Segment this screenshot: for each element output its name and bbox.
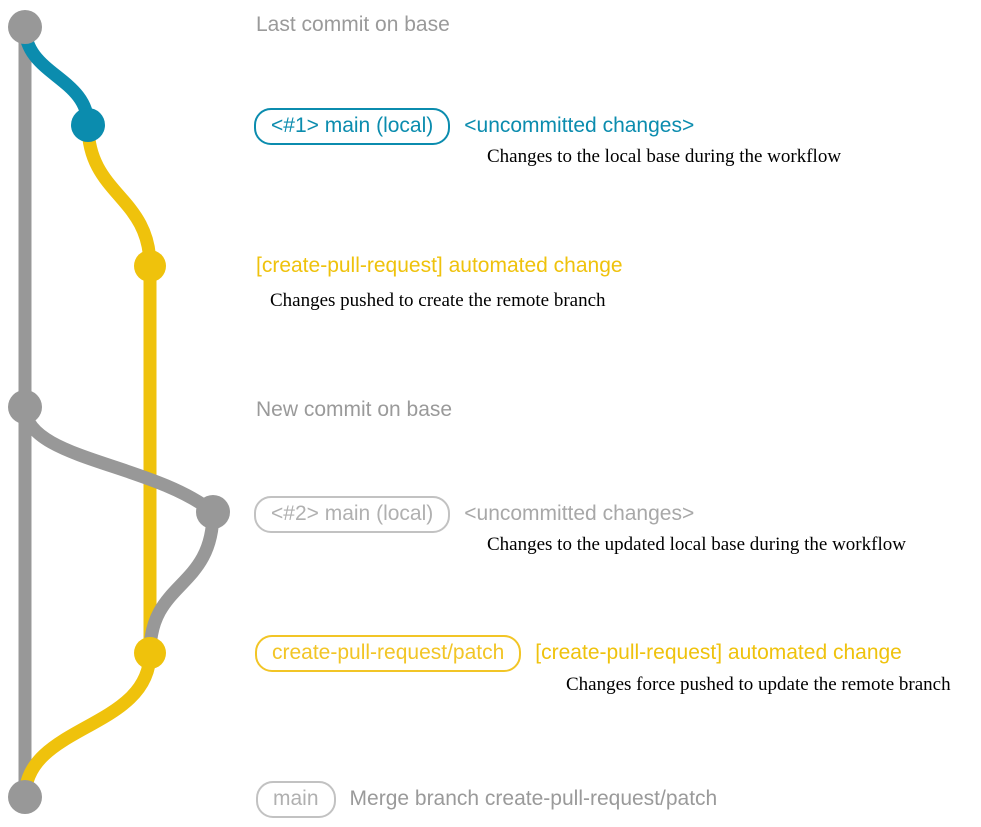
subtext-local-change-1: Changes to the local base during the wor… bbox=[487, 146, 842, 167]
badge-main[interactable]: main bbox=[256, 781, 336, 818]
local2-to-remote2-line bbox=[143, 505, 220, 660]
commit-node-remote-1[interactable] bbox=[134, 250, 166, 282]
commit-node-merge-commit[interactable] bbox=[8, 780, 42, 814]
base-to-local2-line bbox=[18, 400, 220, 519]
remote2-to-merge-line bbox=[18, 646, 157, 804]
commit-node-base-new[interactable] bbox=[8, 390, 42, 424]
headline-automated-change-1: [create-pull-request] automated change bbox=[256, 254, 623, 277]
badge-main-local-1[interactable]: <#1> main (local) bbox=[254, 108, 451, 145]
row-automated-change-1: [create-pull-request] automated change bbox=[256, 254, 623, 277]
subtext-local-change-2: Changes to the updated local base during… bbox=[487, 534, 906, 555]
commit-node-local-2[interactable] bbox=[196, 495, 230, 529]
badge-create-pull-request-patch[interactable]: create-pull-request/patch bbox=[255, 635, 522, 672]
row-merge-commit: main Merge branch create-pull-request/pa… bbox=[256, 781, 717, 818]
headline-uncommitted-changes-2: <uncommitted changes> bbox=[464, 502, 695, 525]
headline-merge-branch: Merge branch create-pull-request/patch bbox=[349, 787, 718, 810]
commit-node-remote-2[interactable] bbox=[134, 637, 166, 669]
headline-uncommitted-changes-1: <uncommitted changes> bbox=[464, 114, 695, 137]
row-new-commit-on-base: New commit on base bbox=[256, 398, 452, 421]
row-last-commit-on-base: Last commit on base bbox=[256, 13, 450, 36]
yellow-branch-line-upper bbox=[81, 118, 157, 273]
row-automated-change-2: create-pull-request/patch [create-pull-r… bbox=[255, 635, 902, 672]
subtext-automated-change-2: Changes force pushed to update the remot… bbox=[566, 674, 951, 695]
row-local-change-1: <#1> main (local) <uncommitted changes> bbox=[254, 108, 694, 145]
subtext-automated-change-1: Changes pushed to create the remote bran… bbox=[270, 290, 606, 311]
headline-last-commit-on-base: Last commit on base bbox=[256, 13, 450, 36]
headline-automated-change-2: [create-pull-request] automated change bbox=[535, 641, 902, 664]
commit-node-local-1[interactable] bbox=[71, 108, 105, 142]
commit-node-base-head[interactable] bbox=[8, 10, 42, 44]
row-local-change-2: <#2> main (local) <uncommitted changes> bbox=[254, 496, 694, 533]
badge-main-local-2[interactable]: <#2> main (local) bbox=[254, 496, 451, 533]
headline-new-commit-on-base: New commit on base bbox=[256, 398, 453, 421]
